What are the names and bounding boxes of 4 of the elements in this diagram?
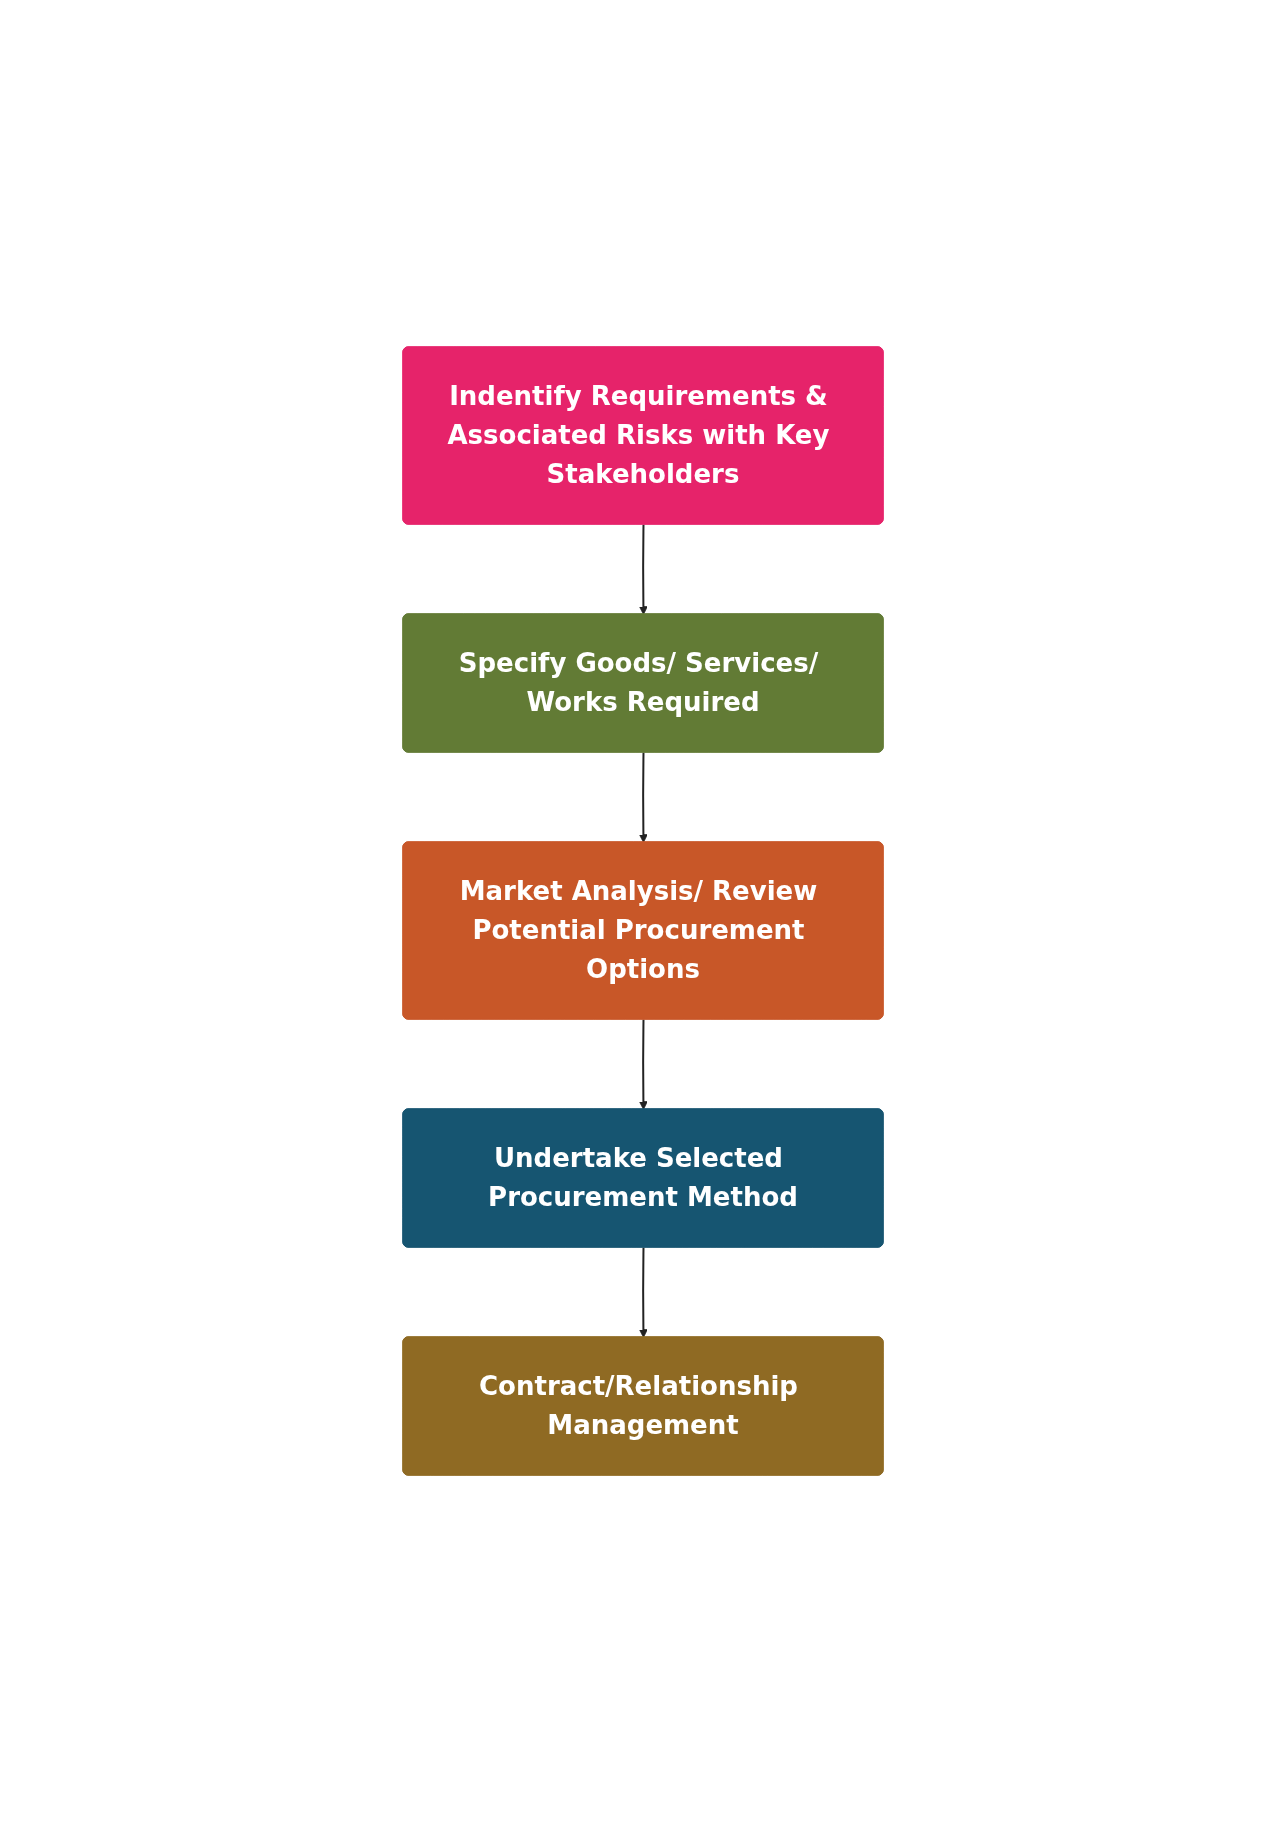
arrow xyxy=(638,523,648,615)
arrow xyxy=(638,751,648,843)
arrow xyxy=(638,1246,648,1338)
arrow xyxy=(638,1018,648,1110)
